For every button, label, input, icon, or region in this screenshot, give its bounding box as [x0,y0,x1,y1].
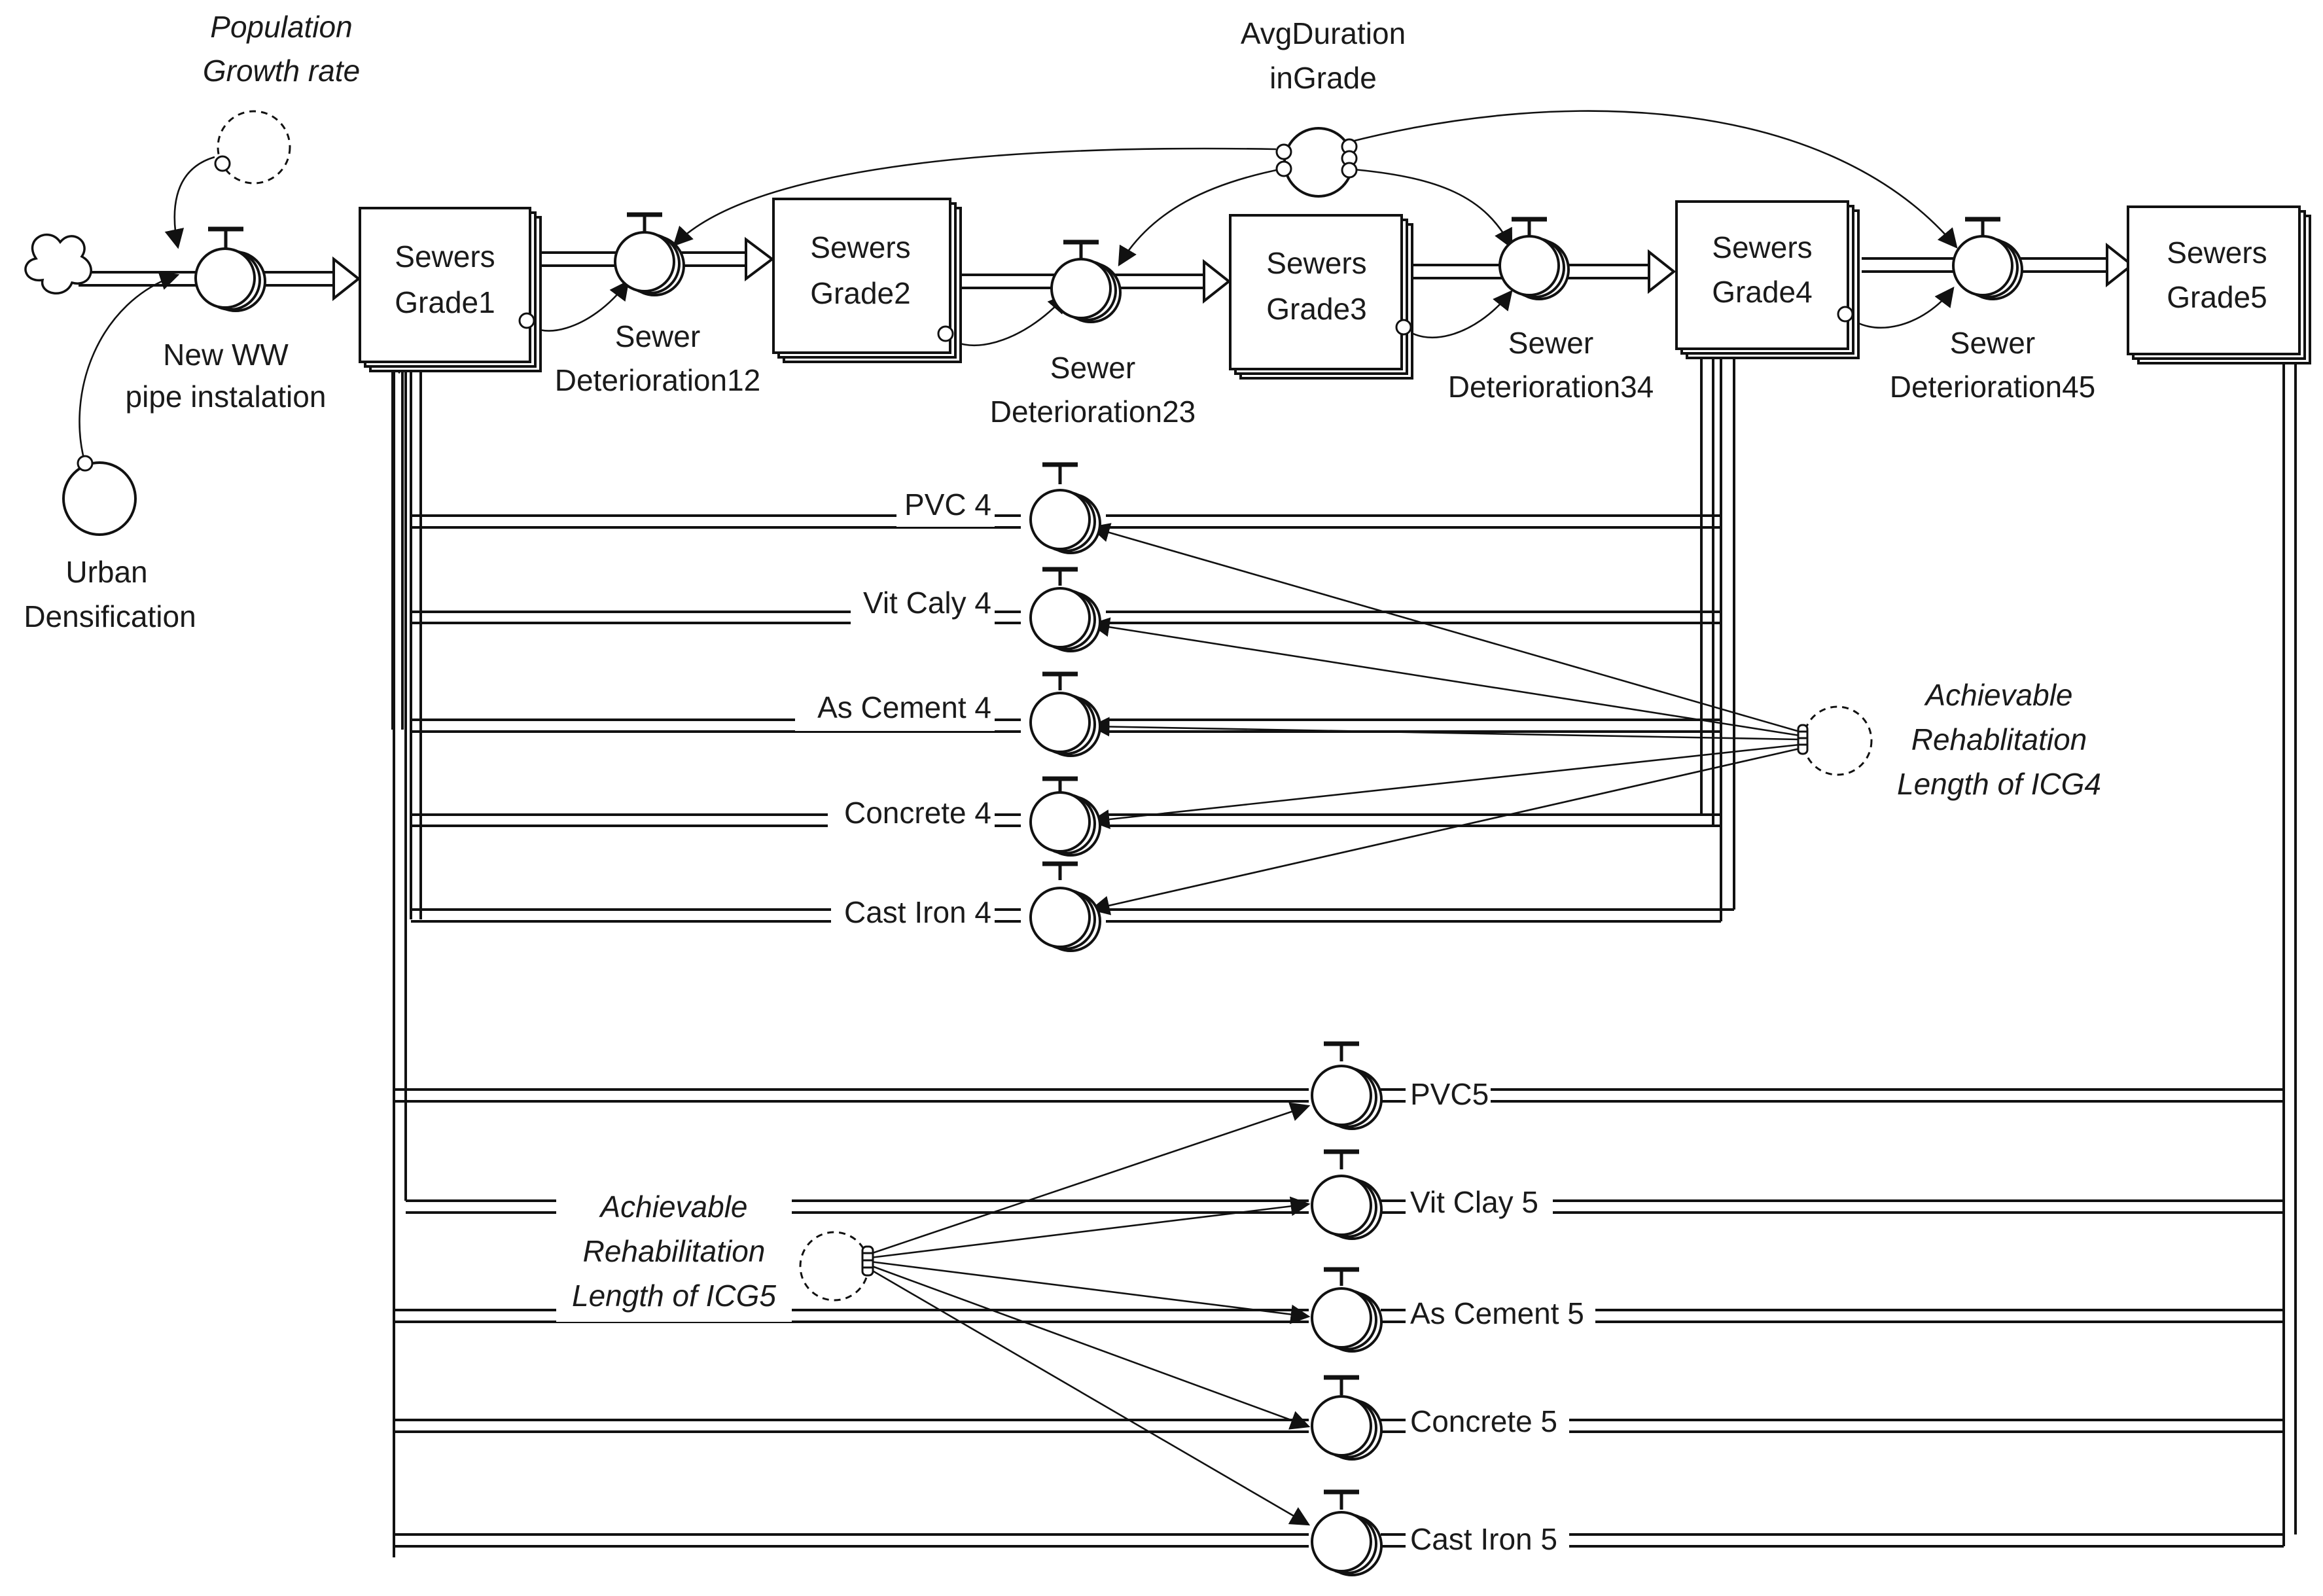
flow-labels: New WW pipe instalation Sewer Deteriorat… [126,319,2096,429]
svg-text:Deterioration12: Deterioration12 [555,363,761,397]
converter-labels: Population Growth rate Urban Densificati… [24,10,2101,801]
converter-avg-duration[interactable] [1275,127,1358,198]
svg-text:Length of ICG5: Length of ICG5 [572,1279,776,1313]
rehab4-valves[interactable] [1029,462,1101,952]
converter-icg4[interactable] [1797,705,1873,776]
svg-text:Rehablitation: Rehablitation [1911,722,2087,756]
stock-label-line2: Grade3 [1266,292,1366,326]
flow-valve-det12[interactable] [614,212,685,296]
valve-castiron4 [1029,861,1101,952]
stock-label-line1: Sewers [395,239,495,274]
converter-population[interactable] [214,110,291,185]
svg-text:AvgDuration: AvgDuration [1241,16,1406,50]
stock-ports [518,306,1854,342]
stock-label-line2: Grade4 [1712,275,1812,309]
svg-text:Sewer: Sewer [1050,351,1135,385]
flow-valve-det34[interactable] [1498,217,1570,300]
svg-text:Growth rate: Growth rate [203,54,360,88]
valve-pvc5 [1311,1041,1383,1130]
flow-pipes [79,237,2297,1557]
valve-concrete5 [1311,1375,1383,1461]
svg-text:Vit Clay 5: Vit Clay 5 [1410,1185,1538,1219]
svg-text:inGrade: inGrade [1269,61,1377,95]
svg-text:Cast Iron 5: Cast Iron 5 [1410,1522,1557,1556]
svg-text:Cast Iron 4: Cast Iron 4 [844,895,991,929]
svg-text:Deterioration23: Deterioration23 [990,395,1196,429]
stock-grade2[interactable]: Sewers Grade2 [772,198,962,363]
valve-ascement4 [1029,671,1101,757]
converter-urban[interactable] [62,455,137,536]
svg-text:New WW: New WW [163,338,289,372]
svg-text:As Cement 4: As Cement 4 [817,690,991,724]
svg-text:Sewer: Sewer [1508,326,1593,360]
svg-text:Deterioration45: Deterioration45 [1890,370,2096,404]
stock-label-line2: Grade5 [2167,280,2267,314]
rehab4-labels: PVC 4 Vit Caly 4 As Cement 4 Concrete 4 … [795,488,995,936]
svg-text:Sewer: Sewer [615,319,700,353]
flow-valve-new-pipe[interactable] [194,226,266,312]
svg-text:Vit Caly 4: Vit Caly 4 [863,586,991,620]
stock-grade5[interactable]: Sewers Grade5 [2127,205,2311,364]
svg-text:Achievable: Achievable [598,1190,747,1224]
rehab5-labels: PVC5 Vit Clay 5 As Cement 5 Concrete 5 C… [1406,1076,1595,1561]
valve-concrete4 [1029,776,1101,857]
svg-text:Concrete 4: Concrete 4 [844,796,991,830]
stock-grade3[interactable]: Sewers Grade3 [1229,214,1413,380]
flow-valve-det23[interactable] [1050,239,1122,323]
stock-label-line1: Sewers [1266,246,1366,280]
stock-grade4[interactable]: Sewers Grade4 [1675,200,1860,359]
svg-text:Rehabilitation: Rehabilitation [583,1234,766,1268]
svg-text:Deterioration34: Deterioration34 [1448,370,1654,404]
svg-text:Achievable: Achievable [1923,678,2072,712]
stock-label-line2: Grade2 [810,276,910,310]
stock-label-line1: Sewers [810,230,910,264]
svg-text:Population: Population [210,10,352,44]
valve-vitclay4 [1029,567,1101,652]
rehab5-valves[interactable] [1311,1041,1383,1576]
valve-castiron5 [1311,1489,1383,1576]
icg5-label: Achievable Rehabilitation Length of ICG5 [556,1184,792,1322]
svg-text:pipe instalation: pipe instalation [126,380,327,414]
svg-text:Length of ICG4: Length of ICG4 [1897,767,2101,801]
svg-text:Concrete 5: Concrete 5 [1410,1404,1557,1438]
cloud-source-icon [24,234,92,294]
converter-icg5[interactable] [799,1231,874,1302]
svg-text:Urban: Urban [65,555,147,589]
svg-text:As Cement 5: As Cement 5 [1410,1296,1584,1330]
valve-ascement5 [1311,1267,1383,1353]
valve-pvc4 [1029,462,1101,554]
stock-grade1[interactable]: Sewers Grade1 [359,207,542,372]
svg-text:PVC 4: PVC 4 [904,488,991,522]
valve-vitclay5 [1311,1149,1383,1240]
svg-text:Densification: Densification [24,599,196,633]
svg-text:Sewer: Sewer [1950,326,2035,360]
flow-valve-det45[interactable] [1952,217,2023,300]
svg-text:PVC5: PVC5 [1410,1077,1489,1111]
stock-label-line2: Grade1 [395,285,495,319]
stock-label-line1: Sewers [1712,230,1812,264]
stock-label-line1: Sewers [2167,236,2267,270]
